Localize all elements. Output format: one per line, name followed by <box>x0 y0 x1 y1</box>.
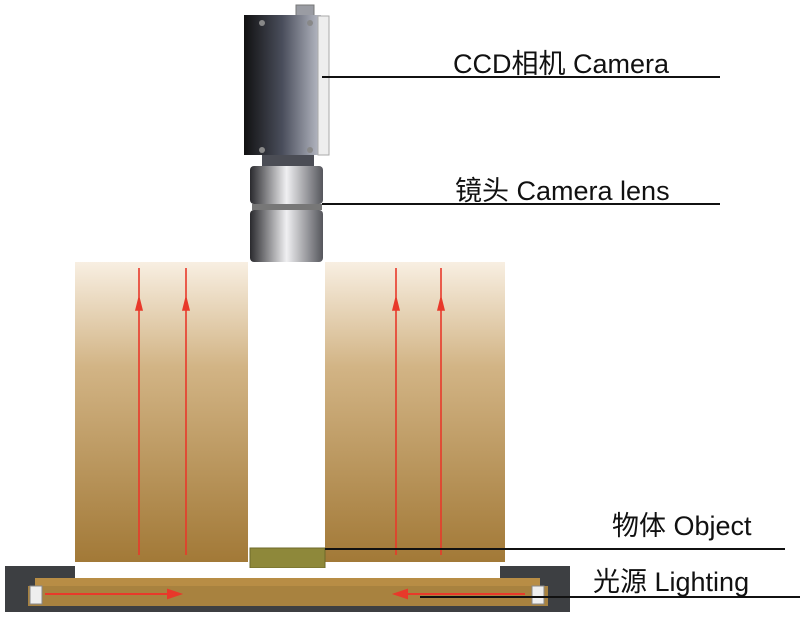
label-camera: CCD相机 Camera <box>453 49 670 79</box>
light-arrows-up <box>134 268 446 555</box>
light-column-left <box>75 262 248 562</box>
label-lighting: 光源 Lighting <box>593 567 750 597</box>
light-source-base <box>5 566 570 612</box>
camera-body <box>244 4 330 167</box>
camera-lens <box>250 166 323 262</box>
object <box>249 547 326 569</box>
light-column-right <box>325 262 505 562</box>
leader-lines <box>322 76 800 598</box>
label-object: 物体 Object <box>612 511 752 541</box>
label-lens: 镜头 Camera lens <box>455 176 670 206</box>
